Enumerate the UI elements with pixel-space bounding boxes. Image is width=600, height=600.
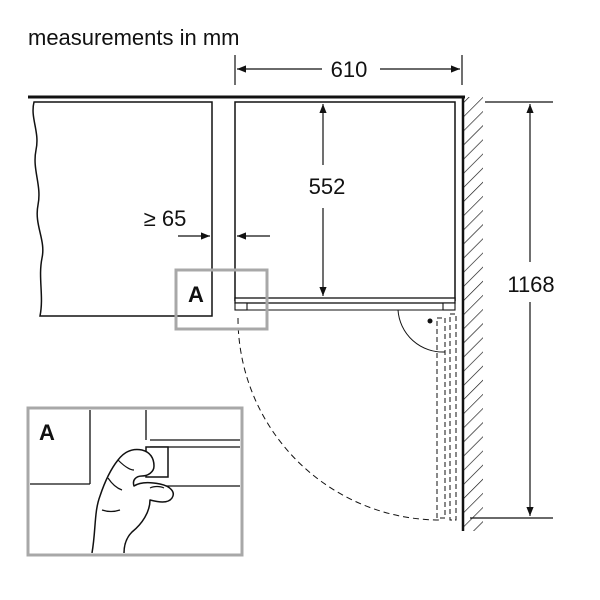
diagram-title: measurements in mm (28, 25, 240, 50)
dimension-depth: 552 (309, 104, 346, 296)
gap-label: ≥ 65 (144, 206, 187, 231)
dimension-width: 610 (234, 55, 463, 85)
depth-label: 552 (309, 174, 346, 199)
height-label: 1168 (507, 272, 554, 297)
width-label: 610 (331, 57, 368, 82)
detail-view-a: A (26, 406, 244, 557)
adjacent-cabinet (32, 101, 213, 317)
door-swing (237, 309, 457, 521)
wall (461, 97, 483, 531)
detail-a-label: A (39, 420, 55, 445)
callout-a-label: A (188, 282, 204, 307)
appliance-body (234, 101, 456, 324)
dimension-height: 1168 (470, 101, 555, 519)
dimension-gap: ≥ 65 (144, 206, 270, 240)
callout-a: A (174, 268, 269, 331)
